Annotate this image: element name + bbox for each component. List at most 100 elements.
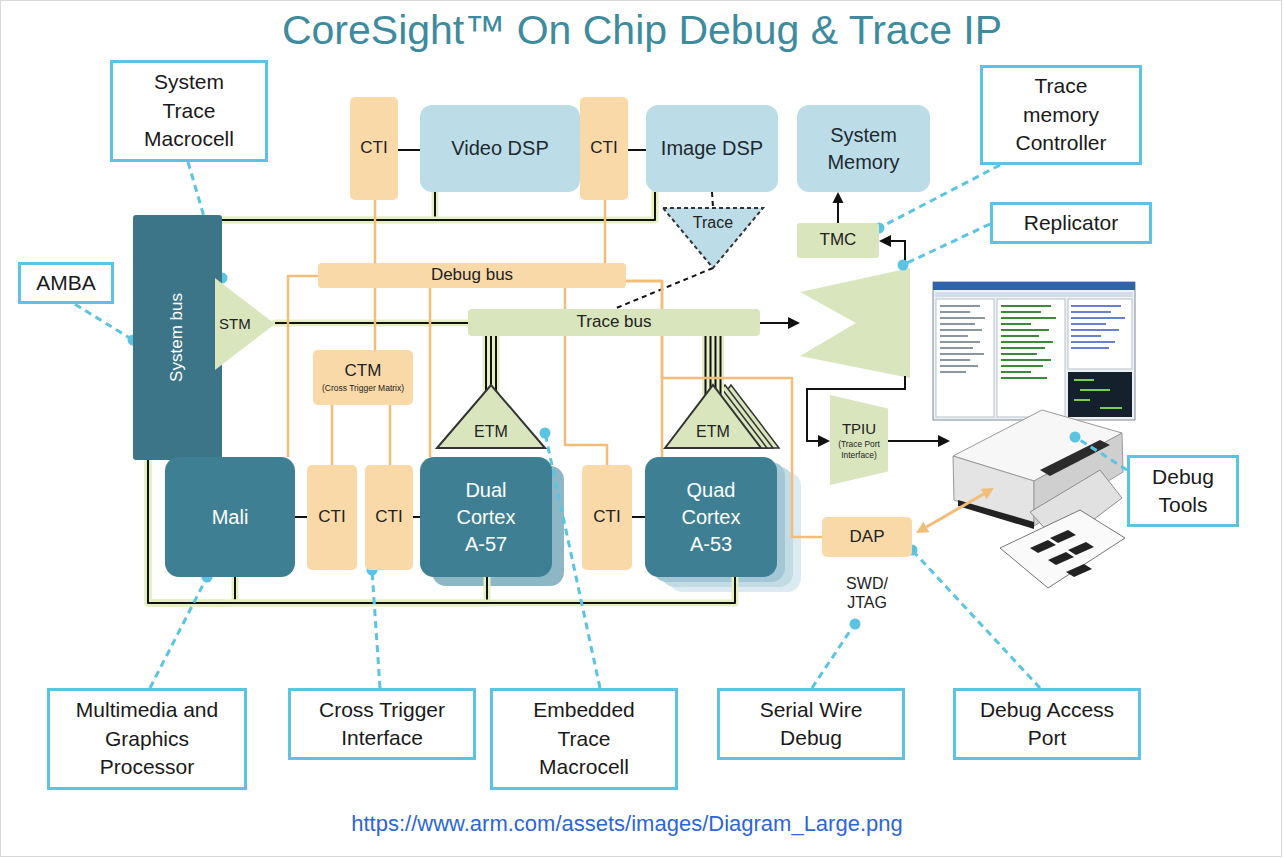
tpiu-shape: TPIU(Trace Port Interface) [830, 395, 888, 485]
node-text: Debug Tools [1141, 463, 1225, 520]
tmc-block: TMC [797, 223, 879, 258]
board-chip [1030, 540, 1056, 553]
wire [222, 192, 435, 220]
node-text: Serial Wire Debug [741, 696, 881, 753]
memory-block: System Memory [797, 105, 930, 192]
node-text: CTI [375, 506, 402, 529]
leader-line [1080, 440, 1127, 470]
screen-lines [1071, 306, 1125, 348]
connector [907, 545, 1041, 689]
connector [605, 200, 606, 263]
shape-fill [437, 385, 545, 448]
diagram-title: CoreSight™ On Chip Debug & Trace IP [0, 6, 1284, 55]
source-caption: https://www.arm.com/assets/images/Diagra… [0, 810, 1254, 839]
window-pane [997, 299, 1065, 417]
interface-label: SWD/ JTAG [834, 574, 900, 612]
node-text: Replicator [1024, 209, 1119, 237]
wire [331, 405, 334, 465]
callout-box: Embedded Trace Macrocell [490, 688, 678, 790]
board-chip [1068, 542, 1094, 555]
callout-box: Multimedia and Graphics Processor [47, 688, 247, 790]
arrow-head [981, 488, 994, 499]
callout-box: Debug Tools [1127, 455, 1239, 527]
leader-dot [540, 428, 551, 439]
screen-lines [1074, 380, 1122, 408]
node-text: CTM [345, 360, 382, 383]
connector [430, 288, 431, 457]
node-text: System Memory [809, 122, 919, 176]
connector [332, 405, 333, 465]
node-text: Mali [212, 504, 249, 531]
leader-line [907, 224, 990, 263]
connector [833, 192, 844, 223]
shape-fill [830, 395, 888, 485]
node-text: DAP [850, 526, 885, 549]
callout-box: Serial Wire Debug [717, 688, 905, 760]
wire [628, 149, 646, 151]
board-chip [1050, 530, 1076, 543]
cti-block: CTI [580, 97, 628, 200]
wire [712, 192, 713, 208]
arrow-head [833, 192, 844, 203]
system-bus-band: System bus [133, 215, 222, 460]
node-text: (Cross Trigger Matrix) [322, 383, 404, 394]
wire [720, 336, 722, 395]
node-text: ETM [474, 421, 508, 443]
node-text: STM [219, 314, 251, 334]
wire [614, 268, 713, 309]
callout-box: Cross Trigger Interface [288, 688, 476, 760]
wire [604, 200, 607, 263]
wire-halo [275, 320, 468, 327]
wire [429, 288, 432, 457]
wire-halo [493, 336, 500, 395]
ctm-block: CTM(Cross Trigger Matrix) [313, 350, 413, 405]
arrow-head [788, 317, 800, 329]
etm-triangle: ETM [665, 385, 761, 448]
node-text: Image DSP [661, 135, 763, 162]
node-text: Quad Cortex A-53 [671, 477, 751, 558]
node-text: Video DSP [451, 135, 548, 162]
connector [626, 281, 662, 457]
window-toolbar [935, 292, 1133, 297]
gpu-block: Mali [165, 457, 295, 577]
wire [626, 281, 662, 457]
callout-box: Replicator [990, 202, 1152, 244]
window-pane [1068, 299, 1132, 369]
cti-block: CTI [350, 97, 398, 200]
callout-box: AMBA [18, 262, 114, 304]
wire [372, 570, 380, 688]
connector [614, 268, 713, 309]
wire [295, 516, 307, 518]
node-text: CTI [318, 506, 345, 529]
connector [398, 150, 420, 151]
dap-block: DAP [822, 517, 912, 557]
wire-halo [222, 192, 435, 220]
window-titlebar [933, 282, 1135, 290]
connector [628, 150, 646, 151]
connector [413, 517, 420, 518]
connector [390, 405, 391, 465]
leader-dot [850, 619, 861, 630]
node-text: CTI [590, 137, 617, 160]
probe-band [958, 500, 1034, 529]
node-text: Cross Trigger Interface [312, 696, 452, 753]
dsp-block: Video DSP [420, 105, 580, 192]
screen-lines [940, 306, 985, 372]
wire [495, 336, 497, 395]
node-text: Trace [693, 212, 733, 234]
node-text: ETM [696, 421, 730, 443]
trace-wire [888, 440, 940, 442]
wire [485, 336, 487, 395]
stm-triangle: STM [215, 278, 275, 370]
replicator-shape [800, 268, 910, 378]
node-text: AMBA [36, 269, 96, 297]
connector [375, 200, 376, 263]
node-text: Multimedia and Graphics Processor [66, 696, 228, 781]
arrow-head [916, 522, 929, 533]
leader-dot [898, 260, 909, 271]
connector [712, 192, 713, 208]
node-text: Debug bus [431, 264, 513, 287]
wire [632, 516, 645, 518]
